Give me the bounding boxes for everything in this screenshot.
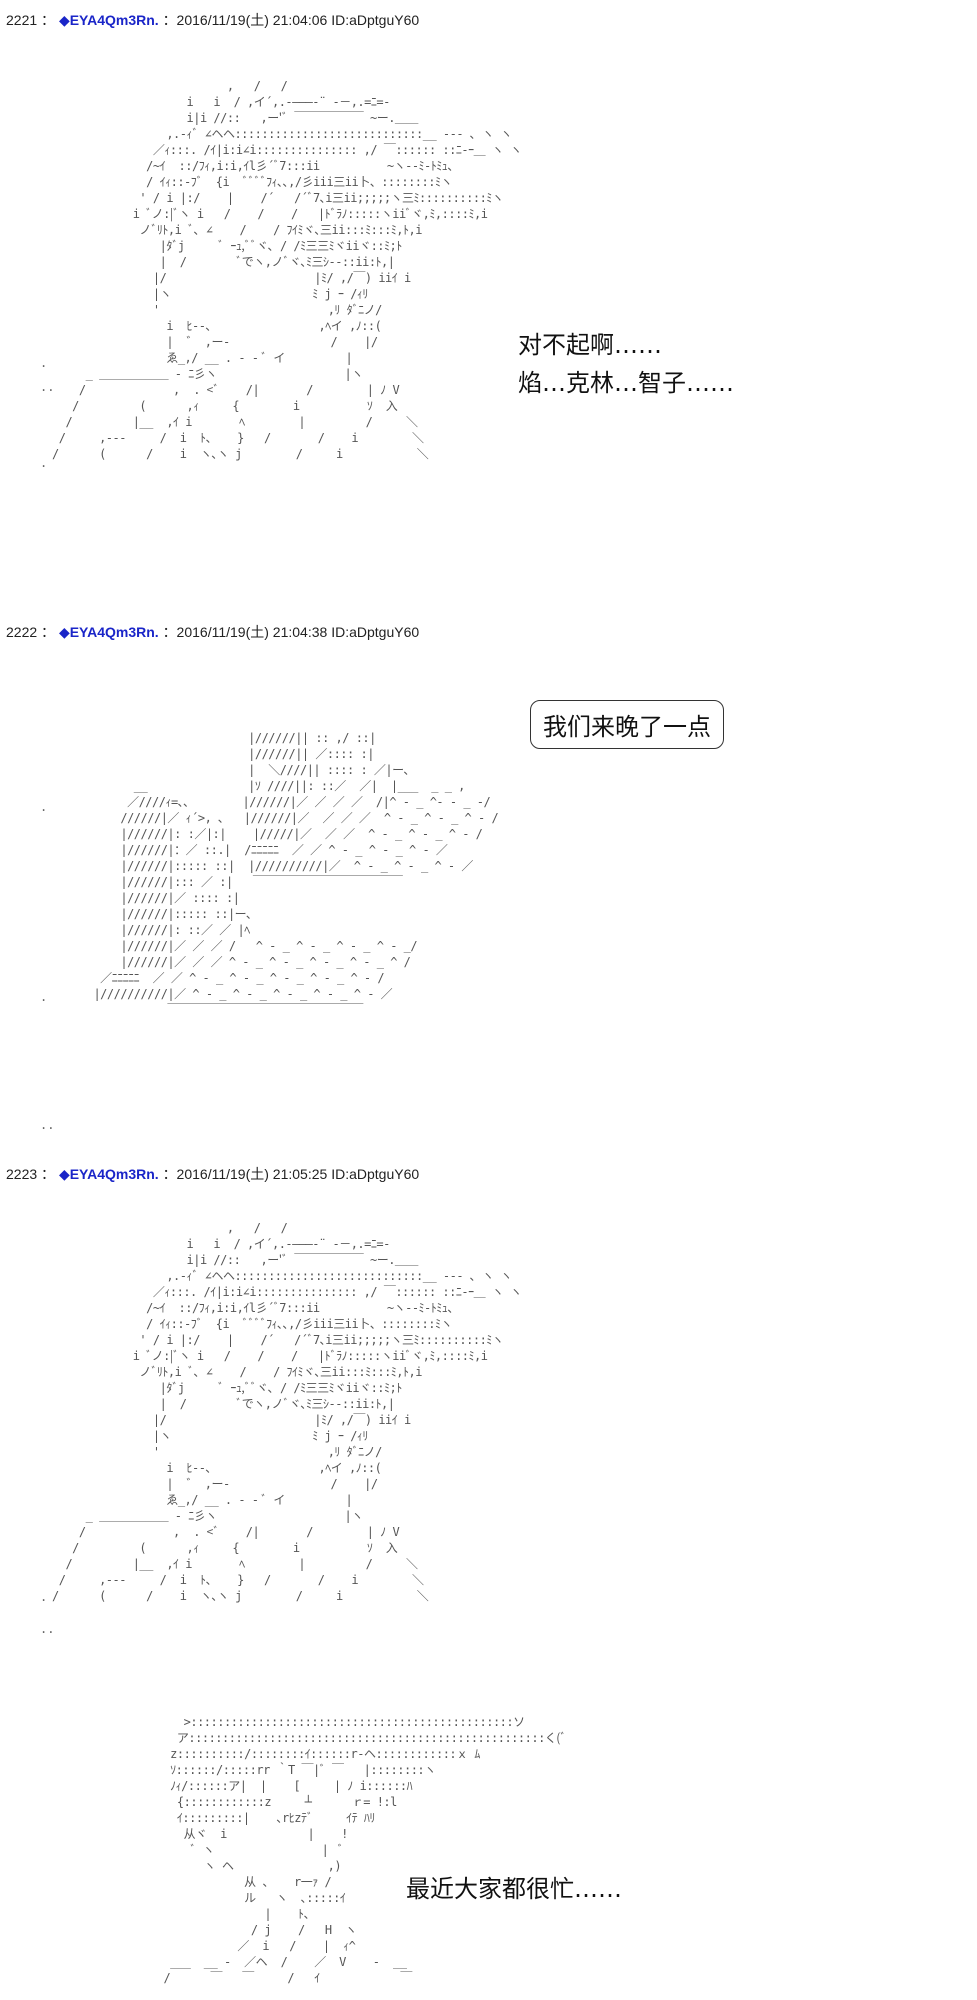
dialogue-line: 最近大家都很忙…… — [406, 1875, 622, 1903]
poster-trip: ◆EYA4Qm3Rn. — [58, 1166, 159, 1182]
separator: ： — [41, 12, 56, 28]
ascii-art-character-1: , / / i i / ,イ´,.-―――‐¨ ‐－,.=ﾆ=- i|i //:… — [52, 79, 522, 461]
ascii-art-buildings: |//////|| :: ,/ ::| |//////|| ／:::: :| |… — [93, 731, 499, 1017]
speech-bubble: 我们来晚了一点 — [530, 700, 724, 749]
dot-mark: . — [40, 1590, 48, 1604]
ascii-art-character-3: >:::::::::::::::::::::::::::::::::::::::… — [163, 1715, 566, 1985]
dot-mark: . — [40, 356, 48, 370]
dot-mark: .. — [40, 380, 55, 394]
post-number[interactable]: 2223 — [6, 1166, 38, 1182]
post-meta: ：2016/11/19(土) 21:04:06 ID:aDptguY60 — [162, 12, 420, 28]
dialogue-line: 焰…克林…智子…… — [518, 369, 734, 397]
dialogue-line: 对不起啊…… — [518, 331, 662, 359]
post-header: 2222 ： ◆EYA4Qm3Rn. ：2016/11/19(土) 21:04:… — [6, 622, 419, 642]
dialogue-text: 最近大家都很忙…… — [406, 1870, 622, 1908]
poster-trip: ◆EYA4Qm3Rn. — [58, 624, 159, 640]
separator: ： — [41, 624, 56, 640]
ascii-art-character-2: , / / i i / ,イ´,.-―――‐¨ ‐－,.=ﾆ=- i|i //:… — [52, 1221, 522, 1603]
dot-mark: . — [40, 456, 48, 470]
separator: ： — [41, 1166, 56, 1182]
post-number[interactable]: 2222 — [6, 624, 38, 640]
dialogue-text: 对不起啊…… 焰…克林…智子…… — [518, 326, 734, 402]
post-meta: ：2016/11/19(土) 21:04:38 ID:aDptguY60 — [162, 624, 420, 640]
post-header: 2223 ： ◆EYA4Qm3Rn. ：2016/11/19(土) 21:05:… — [6, 1164, 419, 1184]
poster-trip: ◆EYA4Qm3Rn. — [58, 12, 159, 28]
dot-mark: . — [40, 800, 48, 814]
post-number[interactable]: 2221 — [6, 12, 38, 28]
dot-mark: . — [40, 990, 48, 1004]
dot-mark: .. — [40, 1118, 55, 1132]
dot-mark: .. — [40, 1622, 55, 1636]
post-meta: ：2016/11/19(土) 21:05:25 ID:aDptguY60 — [162, 1166, 420, 1182]
post-header: 2221 ： ◆EYA4Qm3Rn. ：2016/11/19(土) 21:04:… — [6, 10, 419, 30]
